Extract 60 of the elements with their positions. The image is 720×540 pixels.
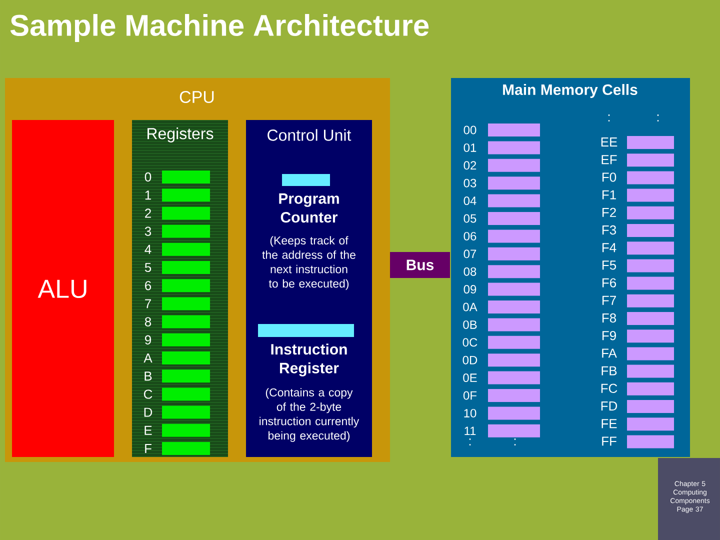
memory-address: 0F <box>463 391 477 400</box>
memory-address: FA <box>602 348 617 358</box>
memory-address: 07 <box>464 250 476 258</box>
memory-address: F8 <box>602 313 616 323</box>
memory-address: FF <box>602 436 616 446</box>
memory-address: 00 <box>464 126 476 134</box>
memory-address: F5 <box>602 260 616 270</box>
register-number: A <box>144 354 152 362</box>
memory-address: 0C <box>462 338 478 347</box>
register-number: B <box>144 372 152 381</box>
memory-address: 11 <box>464 426 476 436</box>
register-number: 4 <box>144 244 152 254</box>
memory-address: 0D <box>462 356 478 364</box>
memory-address: 0A <box>463 302 478 312</box>
control-unit-panel: Control Unit Program Counter (Keeps track of the address of the next instruction to be executed) Instruction Register (Contains a copy of the 2-byte instruction currently being executed) <box>246 120 372 457</box>
bus-band: Bus <box>390 252 450 278</box>
memory-address: F2 <box>602 208 616 217</box>
memory-address: 03 <box>464 178 476 188</box>
memory-address: 01 <box>464 143 476 152</box>
memory-address: EF <box>602 155 617 164</box>
memory-address: F7 <box>602 296 616 305</box>
memory-address: F0 <box>602 172 616 182</box>
register-number: 3 <box>144 226 152 236</box>
register-number: 1 <box>145 190 151 200</box>
memory-address: FD <box>601 402 618 410</box>
register-number: 6 <box>145 281 152 290</box>
memory-address: F4 <box>602 243 616 252</box>
memory-address: F1 <box>602 190 616 200</box>
register-number: 7 <box>145 299 151 308</box>
memory-address: 0E <box>463 374 477 382</box>
memory-address: 06 <box>464 232 476 240</box>
register-number: 8 <box>144 317 152 326</box>
memory-address: FE <box>602 419 617 428</box>
memory-address: FB <box>602 366 617 376</box>
memory-address: EE <box>601 138 618 146</box>
memory-address: 10 <box>464 408 476 418</box>
register-number: D <box>144 408 152 417</box>
ellipsis-mark: : <box>514 438 516 446</box>
memory-address: F3 <box>602 225 616 235</box>
memory-address: F9 <box>602 331 616 340</box>
memory-address: FC <box>601 384 618 393</box>
register-number: F <box>145 444 152 453</box>
ellipsis-mark: : <box>469 438 471 446</box>
ellipsis-mark: : <box>608 114 610 122</box>
memory-address: 09 <box>464 285 476 294</box>
register-number: 2 <box>145 208 151 218</box>
register-number: C <box>144 390 152 399</box>
memory-address: 05 <box>464 214 476 223</box>
memory-address: 04 <box>464 196 476 206</box>
ellipsis-mark: : <box>657 114 659 122</box>
alu-box: ALU <box>12 120 114 457</box>
register-number: 0 <box>144 172 152 182</box>
memory-address: F6 <box>602 278 616 288</box>
register-number: E <box>144 426 152 435</box>
title: Sample Machine Architecture <box>10 14 429 42</box>
memory-address: 08 <box>464 267 476 276</box>
register-number: 5 <box>144 262 152 272</box>
memory-address: 0B <box>463 320 477 329</box>
register-number: 9 <box>145 335 151 344</box>
memory-address: 02 <box>464 161 476 170</box>
